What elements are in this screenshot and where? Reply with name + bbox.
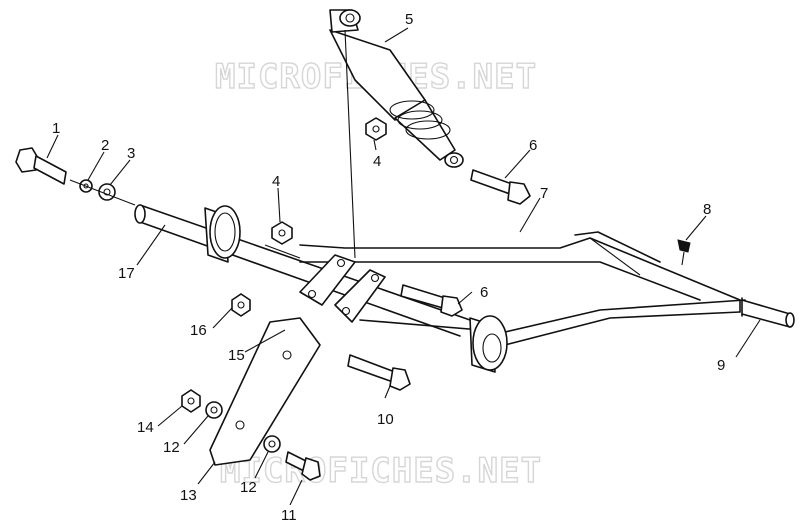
bolt-6-lower [400, 284, 463, 317]
callout-4-lower: 4 [272, 173, 280, 190]
callout-15: 15 [228, 347, 245, 364]
callout-numbers: 1 2 3 4 4 5 6 6 7 8 9 10 11 12 12 13 14 … [52, 11, 725, 524]
link-arm [209, 317, 321, 466]
cross-shaft [134, 204, 508, 373]
nut-16 [231, 293, 251, 317]
callout-11: 11 [281, 507, 297, 524]
callout-12-upper: 12 [163, 439, 180, 456]
bolt-11 [285, 451, 321, 481]
callout-16: 16 [190, 322, 207, 339]
leader-lines [46, 27, 761, 506]
callout-7: 7 [540, 185, 548, 202]
callout-10: 10 [377, 411, 394, 428]
callout-14: 14 [137, 419, 154, 436]
callout-4-upper: 4 [373, 153, 381, 170]
callout-12-lower: 12 [240, 479, 257, 496]
callout-6-upper: 6 [529, 137, 537, 154]
callout-1: 1 [52, 120, 60, 137]
washer-12-upper [205, 401, 223, 419]
callout-9: 9 [717, 357, 725, 374]
bolt-1 [15, 147, 67, 185]
washer-12-lower [263, 435, 281, 453]
callout-13: 13 [180, 487, 197, 504]
bolt-10 [347, 354, 411, 391]
mount-brackets [264, 244, 386, 323]
bolt-6-upper [470, 169, 531, 205]
callout-17: 17 [118, 265, 135, 282]
nut-14 [181, 389, 201, 413]
watermark-bottom: MICROFICHES.NET [220, 451, 542, 491]
callout-8: 8 [703, 201, 711, 218]
callout-2: 2 [101, 137, 109, 154]
callout-5: 5 [405, 11, 413, 28]
grease-fitting-8 [677, 239, 691, 266]
callout-3: 3 [127, 145, 135, 162]
nut-4-lower [271, 221, 293, 245]
shock-absorber [329, 9, 464, 259]
callout-6-lower: 6 [480, 284, 488, 301]
nut-4-upper [365, 117, 387, 141]
